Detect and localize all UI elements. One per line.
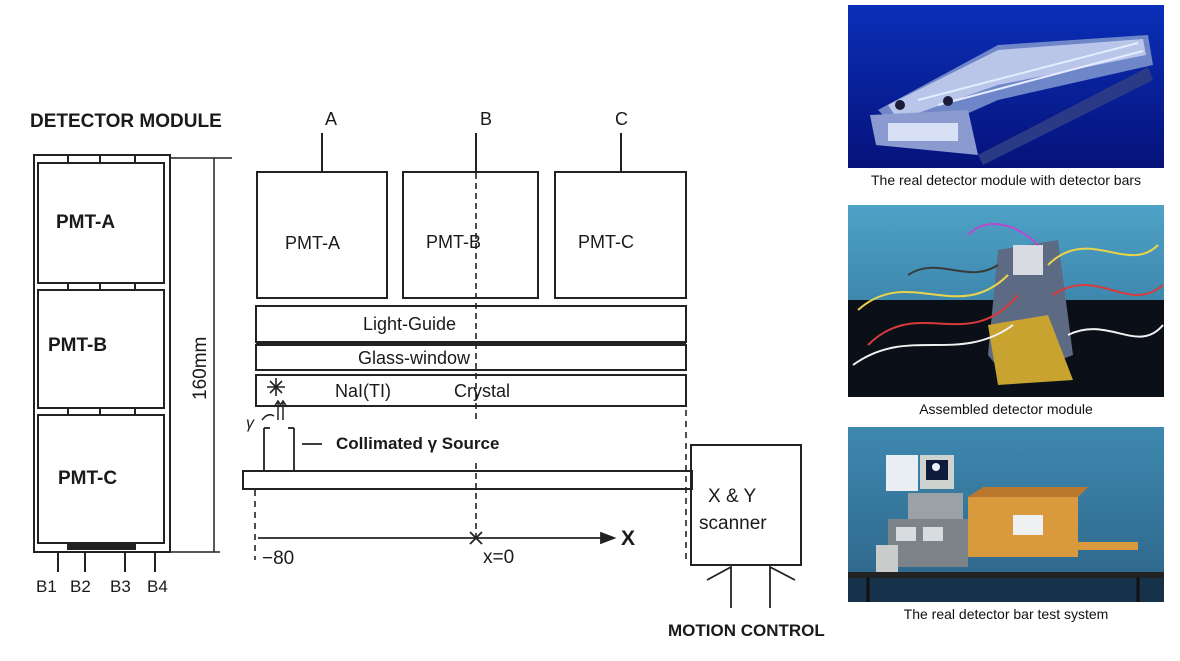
source-label: Collimated γ Source	[336, 434, 499, 453]
x-axis	[258, 531, 617, 545]
height-label: 160mm	[190, 337, 211, 400]
module-pmt-b: PMT-B	[48, 335, 107, 356]
module-pmt-a: PMT-A	[56, 212, 115, 233]
crystal-label-right: Crystal	[454, 381, 510, 401]
axis-label-x: X	[621, 527, 635, 550]
motion-control-label: MOTION CONTROL	[668, 621, 825, 640]
photo-caption-test-system: The real detector bar test system	[903, 606, 1109, 622]
scanner-label-line2: scanner	[699, 513, 767, 534]
photo-panel-module: The real detector module with detector b…	[848, 5, 1164, 188]
pmt-b-block-label: PMT-B	[426, 232, 481, 252]
height-dimension	[170, 157, 232, 553]
detector-diagram: DETECTOR MODULE PMT-A PMT-B PMT-C B1 B2 …	[30, 109, 825, 640]
glass-window-label: Glass-window	[358, 348, 471, 368]
bar-label-b3: B3	[110, 577, 131, 596]
gamma-arrows-icon	[261, 399, 288, 421]
pmt-c-block-label: PMT-C	[578, 232, 634, 252]
channel-label-c: C	[615, 109, 628, 129]
bar-label-b4: B4	[147, 577, 168, 596]
gamma-symbol: γ	[246, 415, 255, 432]
axis-left-mark: −80	[262, 548, 294, 569]
photo-caption-assembled: Assembled detector module	[919, 401, 1093, 417]
module-pmt-c: PMT-C	[58, 468, 117, 489]
scintillation-burst-icon	[267, 378, 285, 396]
motion-bar	[242, 470, 693, 490]
source-label-bg	[328, 423, 600, 463]
cross-section	[255, 171, 687, 407]
light-guide-label: Light-Guide	[363, 314, 456, 334]
crystal-label-left: NaI(TI)	[335, 381, 391, 401]
collimator	[263, 427, 322, 470]
photo-assembled-module	[848, 205, 1164, 397]
scanner-label-line1: X & Y	[708, 486, 757, 507]
photo-panel-assembled: Assembled detector module	[848, 205, 1164, 417]
scanner-box	[690, 444, 802, 566]
photo-panel-test-system: The real detector bar test system	[848, 427, 1164, 622]
bar-label-b2: B2	[70, 577, 91, 596]
axis-origin-mark: x=0	[483, 547, 514, 568]
photo-caption-module: The real detector module with detector b…	[870, 172, 1142, 188]
channel-label-a: A	[325, 109, 337, 129]
photo-test-system	[848, 427, 1164, 602]
motion-control-arrows-icon	[706, 565, 796, 608]
channel-leaders	[321, 133, 622, 172]
bar-label-b1: B1	[36, 577, 57, 596]
pmt-a-block-label: PMT-A	[285, 233, 340, 253]
photo-detector-module-bars	[848, 5, 1164, 168]
diagram-title: DETECTOR MODULE	[30, 111, 222, 132]
guide-dashes	[254, 410, 687, 560]
channel-label-b: B	[480, 109, 492, 129]
module-front-view	[33, 154, 171, 572]
